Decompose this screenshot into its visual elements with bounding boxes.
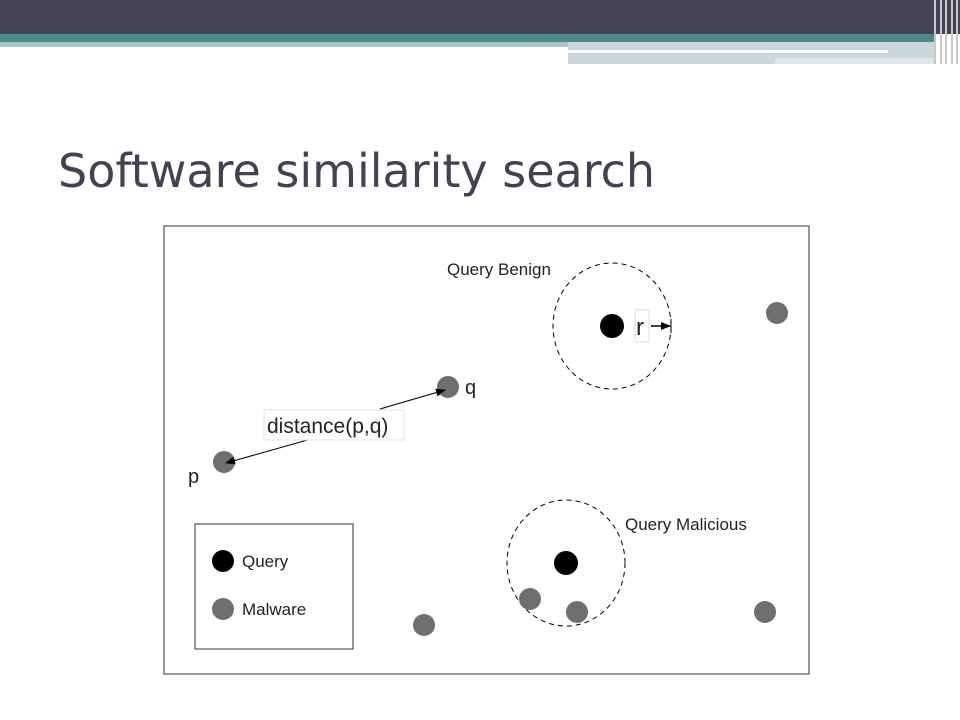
malware-point <box>519 588 541 610</box>
malware-point <box>566 601 588 623</box>
header-rule-accent-line <box>568 50 888 53</box>
legend-box <box>194 523 354 650</box>
legend-malware-swatch <box>212 598 234 620</box>
malware-point <box>754 601 776 623</box>
point-q <box>437 376 459 398</box>
malware-point <box>413 614 435 636</box>
radius-label-box <box>634 309 650 343</box>
point-q-label: q <box>465 377 476 399</box>
distance-label-box <box>263 409 405 441</box>
distance-arrow-to-q <box>379 388 446 410</box>
header-band <box>0 0 960 34</box>
header-rule <box>0 34 935 42</box>
header-rule-light <box>0 42 568 47</box>
header-rule-accent-strip <box>775 58 935 64</box>
benign-query-point <box>600 314 624 338</box>
query-benign-label: Query Benign <box>447 260 551 279</box>
header-stripes <box>930 0 960 64</box>
radius-label: r <box>636 314 644 341</box>
query-malicious-label: Query Malicious <box>625 515 747 534</box>
malicious-query-point <box>554 551 578 575</box>
distance-arrow-to-p <box>225 436 319 465</box>
legend-malware-label: Malware <box>242 600 306 619</box>
point-p-label: p <box>188 466 199 488</box>
legend-query-label: Query <box>242 552 289 571</box>
legend-query-swatch <box>212 550 234 572</box>
malware-point <box>766 302 788 324</box>
malicious-radius-circle <box>506 499 626 627</box>
distance-label: distance(p,q) <box>267 415 388 438</box>
point-p <box>213 451 235 473</box>
slide-title: Software similarity search <box>58 144 656 198</box>
